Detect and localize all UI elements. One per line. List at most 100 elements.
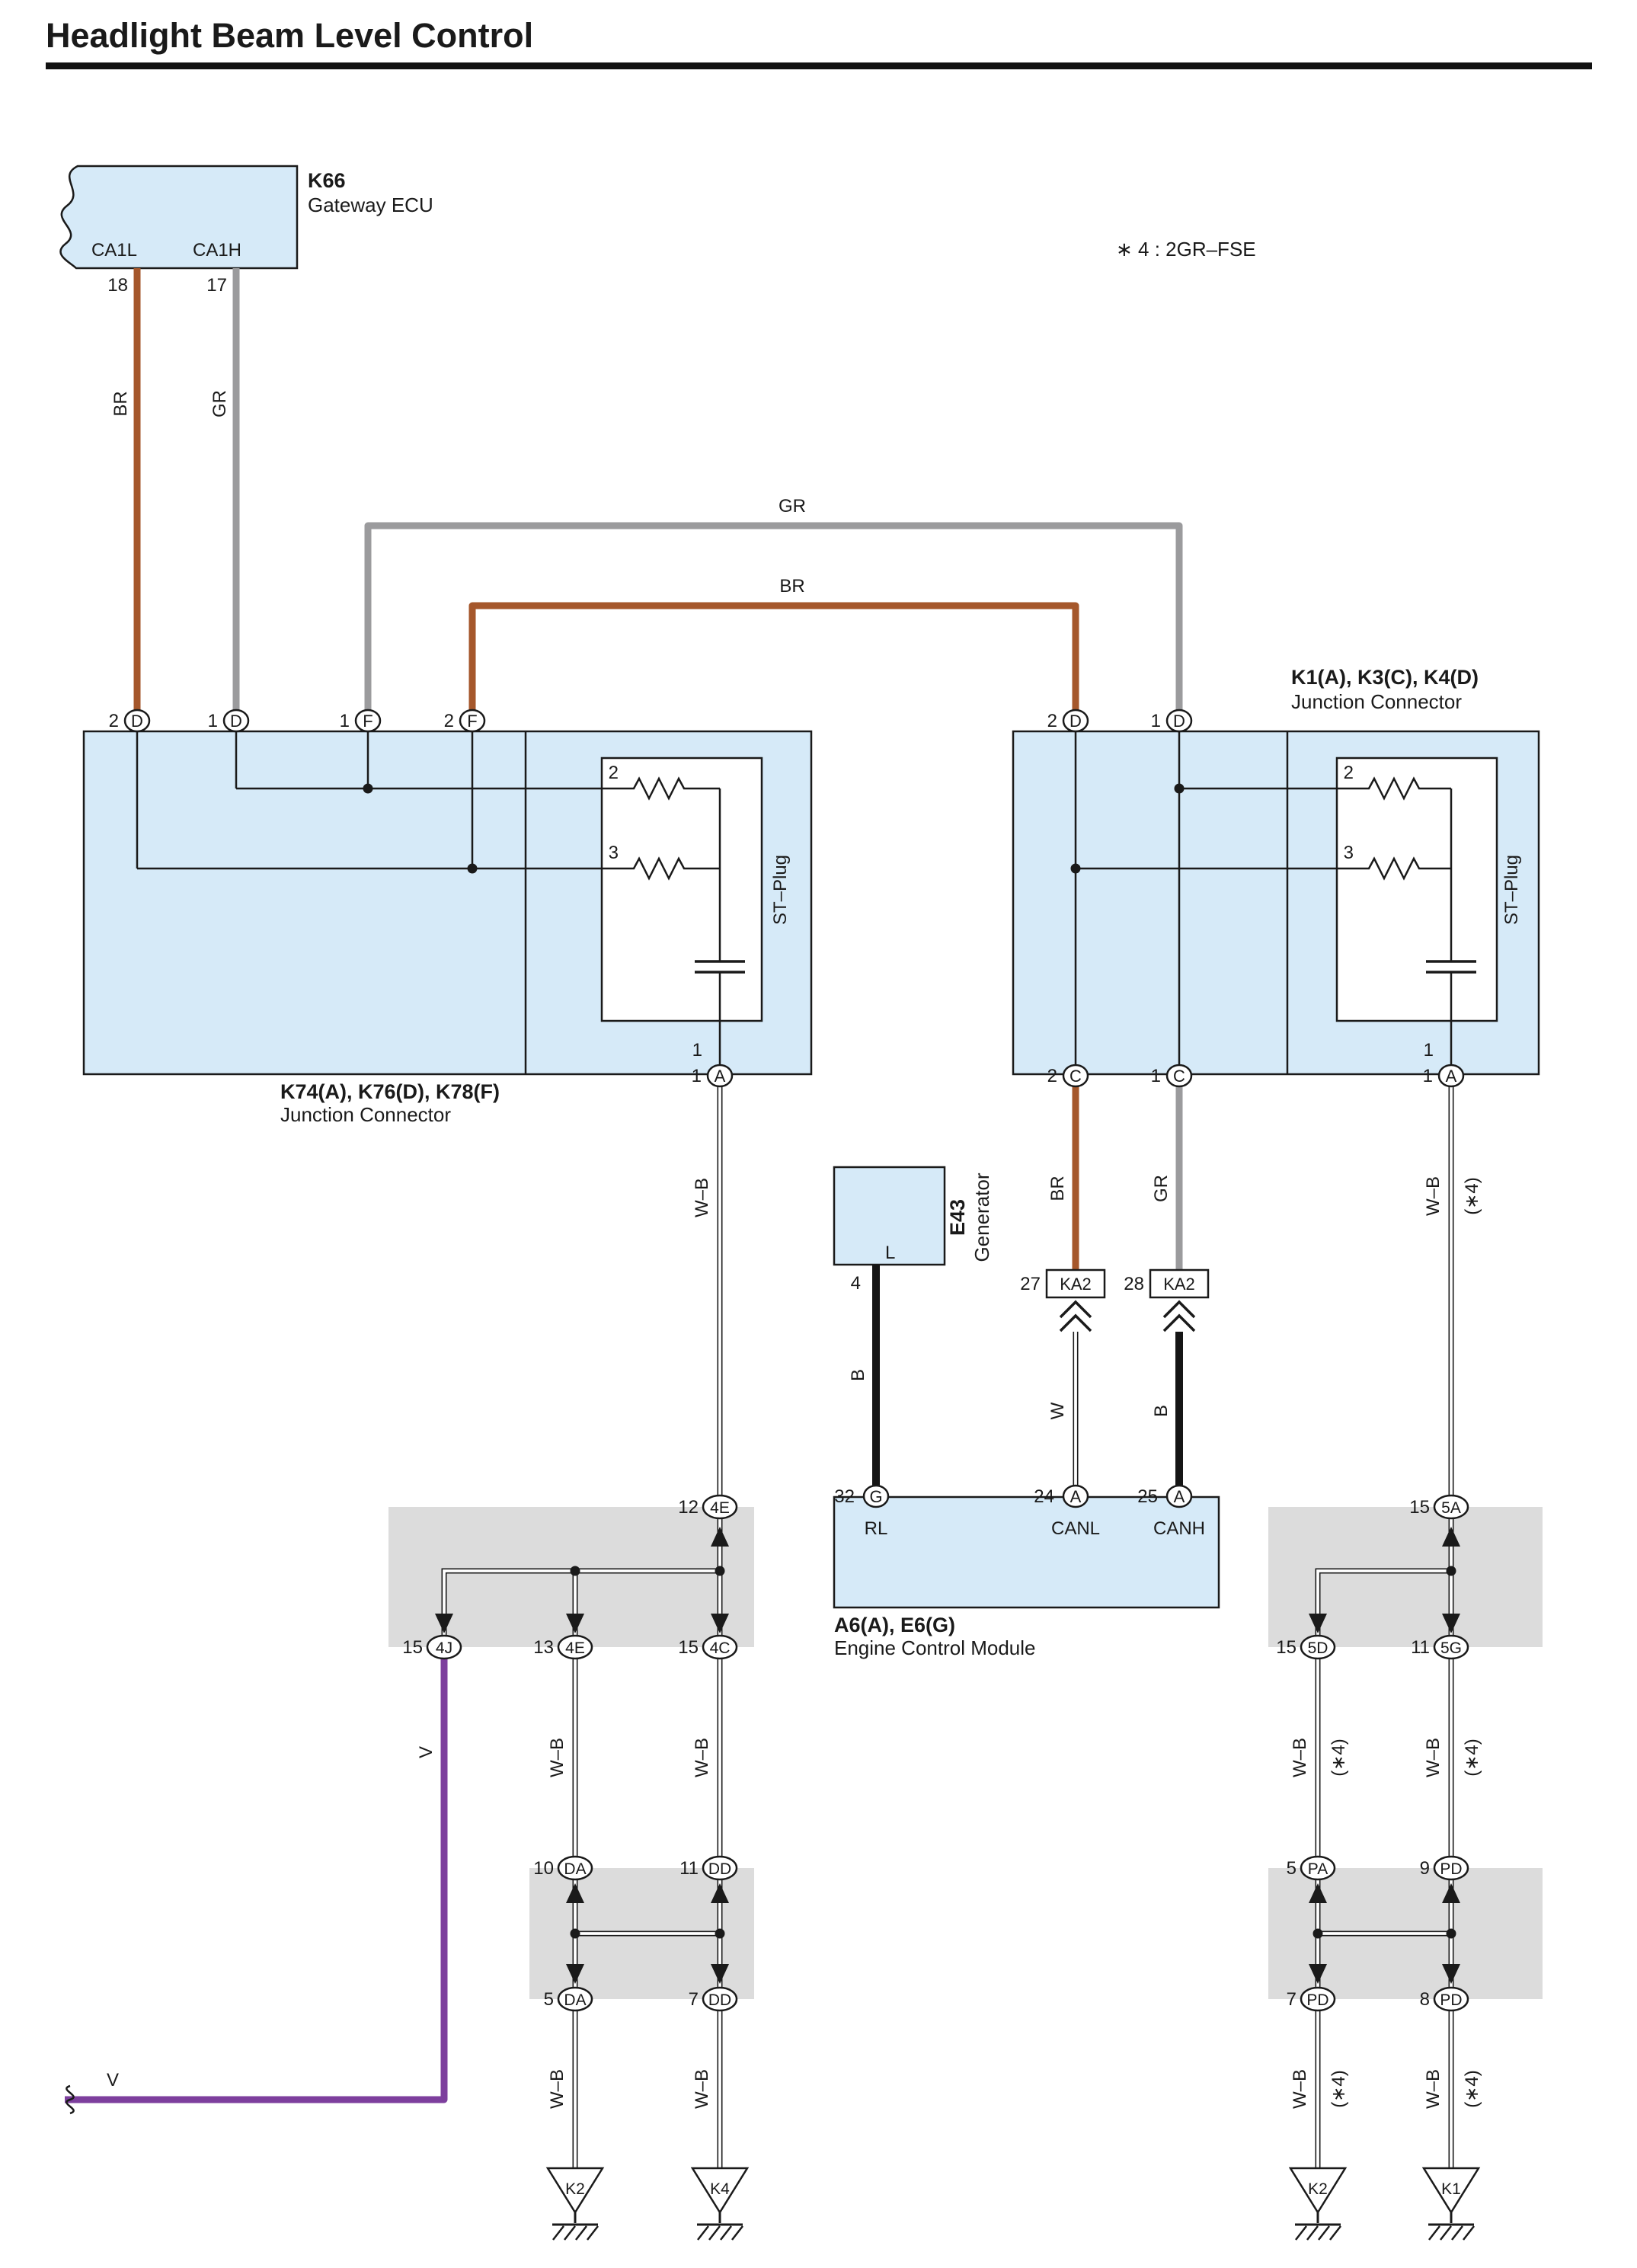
ka2-left-label: KA2 <box>1060 1275 1092 1294</box>
ka2-left-box <box>1045 1268 1106 1299</box>
pin-oval <box>426 1634 462 1660</box>
junction-dot <box>1070 863 1081 874</box>
ecm-signal-canl: CANL <box>1051 1518 1100 1539</box>
generator-box <box>833 1166 946 1266</box>
ground-hatch <box>587 2225 599 2241</box>
resistor-2 <box>1361 776 1451 801</box>
wire-label-star4: (∗4) <box>1328 1739 1349 1776</box>
connector-arrows <box>435 1527 1460 1984</box>
left-jc-internals <box>136 731 745 1065</box>
wire-v <box>65 1659 448 2103</box>
pin-oval <box>702 1634 738 1660</box>
ground-hatch <box>564 2225 576 2241</box>
pin-letter: 4E <box>565 1639 585 1657</box>
arrow-up <box>1442 1527 1460 1547</box>
pin-num: 9 <box>1420 1858 1430 1879</box>
pin-ovals <box>123 709 1469 2012</box>
arrow-up <box>1442 1883 1460 1903</box>
wire-label-gr: GR <box>1151 1175 1172 1202</box>
resistor-3-label: 3 <box>1344 843 1354 863</box>
ground-label: K2 <box>565 2180 585 2198</box>
pin-num: 7 <box>689 1989 699 2010</box>
pin-letter: 5G <box>1440 1639 1462 1657</box>
junction-dot <box>715 1928 725 1939</box>
wire-label-gr: GR <box>209 390 230 417</box>
pin-letter: 4C <box>710 1639 731 1657</box>
left-st-plug-box <box>600 757 763 1022</box>
pin-letter: DD <box>708 1991 731 2009</box>
wire-label-wb: W–B <box>1423 1176 1444 1216</box>
wire-br-bus <box>468 602 1079 710</box>
pin-oval <box>1062 1484 1089 1508</box>
arrow-down <box>1309 1964 1327 1984</box>
ground-label: K2 <box>1308 2180 1328 2198</box>
pin-num: 11 <box>679 1858 699 1879</box>
page-title: Headlight Beam Level Control <box>46 16 533 55</box>
junction-dot <box>1174 783 1185 794</box>
ground-hatch <box>575 2225 587 2241</box>
pin-oval <box>1062 709 1089 733</box>
ka2-right-num: 28 <box>1124 1274 1144 1294</box>
junction-dot <box>467 863 478 874</box>
ground-hatch <box>1463 2225 1475 2241</box>
arrow-down <box>1309 1614 1327 1633</box>
arrow-down <box>566 1964 584 1984</box>
pin-letter: G <box>869 1487 882 1506</box>
pin-num: 2 <box>1047 711 1057 731</box>
shield-chevron <box>1059 1300 1092 1319</box>
arrow-down <box>566 1614 584 1633</box>
wire-label-br-bus: BR <box>779 576 804 597</box>
pin-num: 1 <box>1151 711 1161 731</box>
pin-oval <box>702 1855 738 1881</box>
ground-hatch <box>1295 2225 1307 2241</box>
pin-num: 32 <box>834 1486 855 1507</box>
wire-label-b: B <box>1151 1405 1172 1417</box>
ground-label: K1 <box>1441 2180 1461 2198</box>
pin-num: 5 <box>544 1989 554 2010</box>
junction-dot <box>1312 1928 1323 1939</box>
left-jc-name: Junction Connector <box>280 1103 451 1126</box>
gateway-terminal-ca1h: CA1H <box>193 240 241 261</box>
generator-code: E43 <box>946 1199 969 1236</box>
wire-label-wb: W–B <box>1423 2069 1444 2109</box>
wire-label-br: BR <box>110 391 131 416</box>
ground-hatch <box>1318 2225 1330 2241</box>
pin-num: 24 <box>1034 1486 1054 1507</box>
ka2-right-label: KA2 <box>1163 1275 1195 1294</box>
wire-label-star4: (∗4) <box>1328 2070 1349 2107</box>
generator-pin-4: 4 <box>851 1273 861 1294</box>
right-jc-code: K1(A), K3(C), K4(D) <box>1291 666 1479 689</box>
pin-num: 12 <box>678 1497 699 1518</box>
junction-dot <box>570 1928 580 1939</box>
pin-num: 2 <box>444 711 454 731</box>
pin-oval <box>1433 1855 1469 1881</box>
gateway-pin-17: 17 <box>206 275 227 296</box>
pin-letter: C <box>1173 1067 1185 1086</box>
pin-oval <box>1300 1986 1336 2012</box>
gateway-name: Gateway ECU <box>308 194 433 216</box>
ground-label: K4 <box>710 2180 730 2198</box>
pin-letter: A <box>715 1067 726 1086</box>
arrow-up <box>566 1883 584 1903</box>
st-plug-pin-1: 1 <box>692 1040 702 1060</box>
pin-oval <box>1165 709 1193 733</box>
pin-num: 1 <box>1151 1066 1161 1086</box>
right-jc-name: Junction Connector <box>1291 690 1462 713</box>
pin-oval <box>557 1855 593 1881</box>
junction-dot <box>1446 1928 1456 1939</box>
ka2-left-num: 27 <box>1020 1274 1041 1294</box>
ecm-box <box>833 1495 1220 1609</box>
st-plug-label: ST–Plug <box>770 855 791 925</box>
left-jc-code: K74(A), K76(D), K78(F) <box>280 1080 500 1103</box>
wire-label-v: V <box>416 1746 436 1758</box>
arrow-down <box>1442 1964 1460 1984</box>
wire-label-b: B <box>848 1369 868 1381</box>
ecm-code: A6(A), E6(G) <box>834 1614 955 1636</box>
wire-label-wb: W–B <box>547 1738 568 1777</box>
pin-oval <box>862 1484 890 1508</box>
ground-triangle <box>690 2167 750 2215</box>
shield-chevron <box>1162 1300 1196 1319</box>
pin-oval <box>1165 1064 1193 1088</box>
ka2-right-box <box>1149 1268 1210 1299</box>
